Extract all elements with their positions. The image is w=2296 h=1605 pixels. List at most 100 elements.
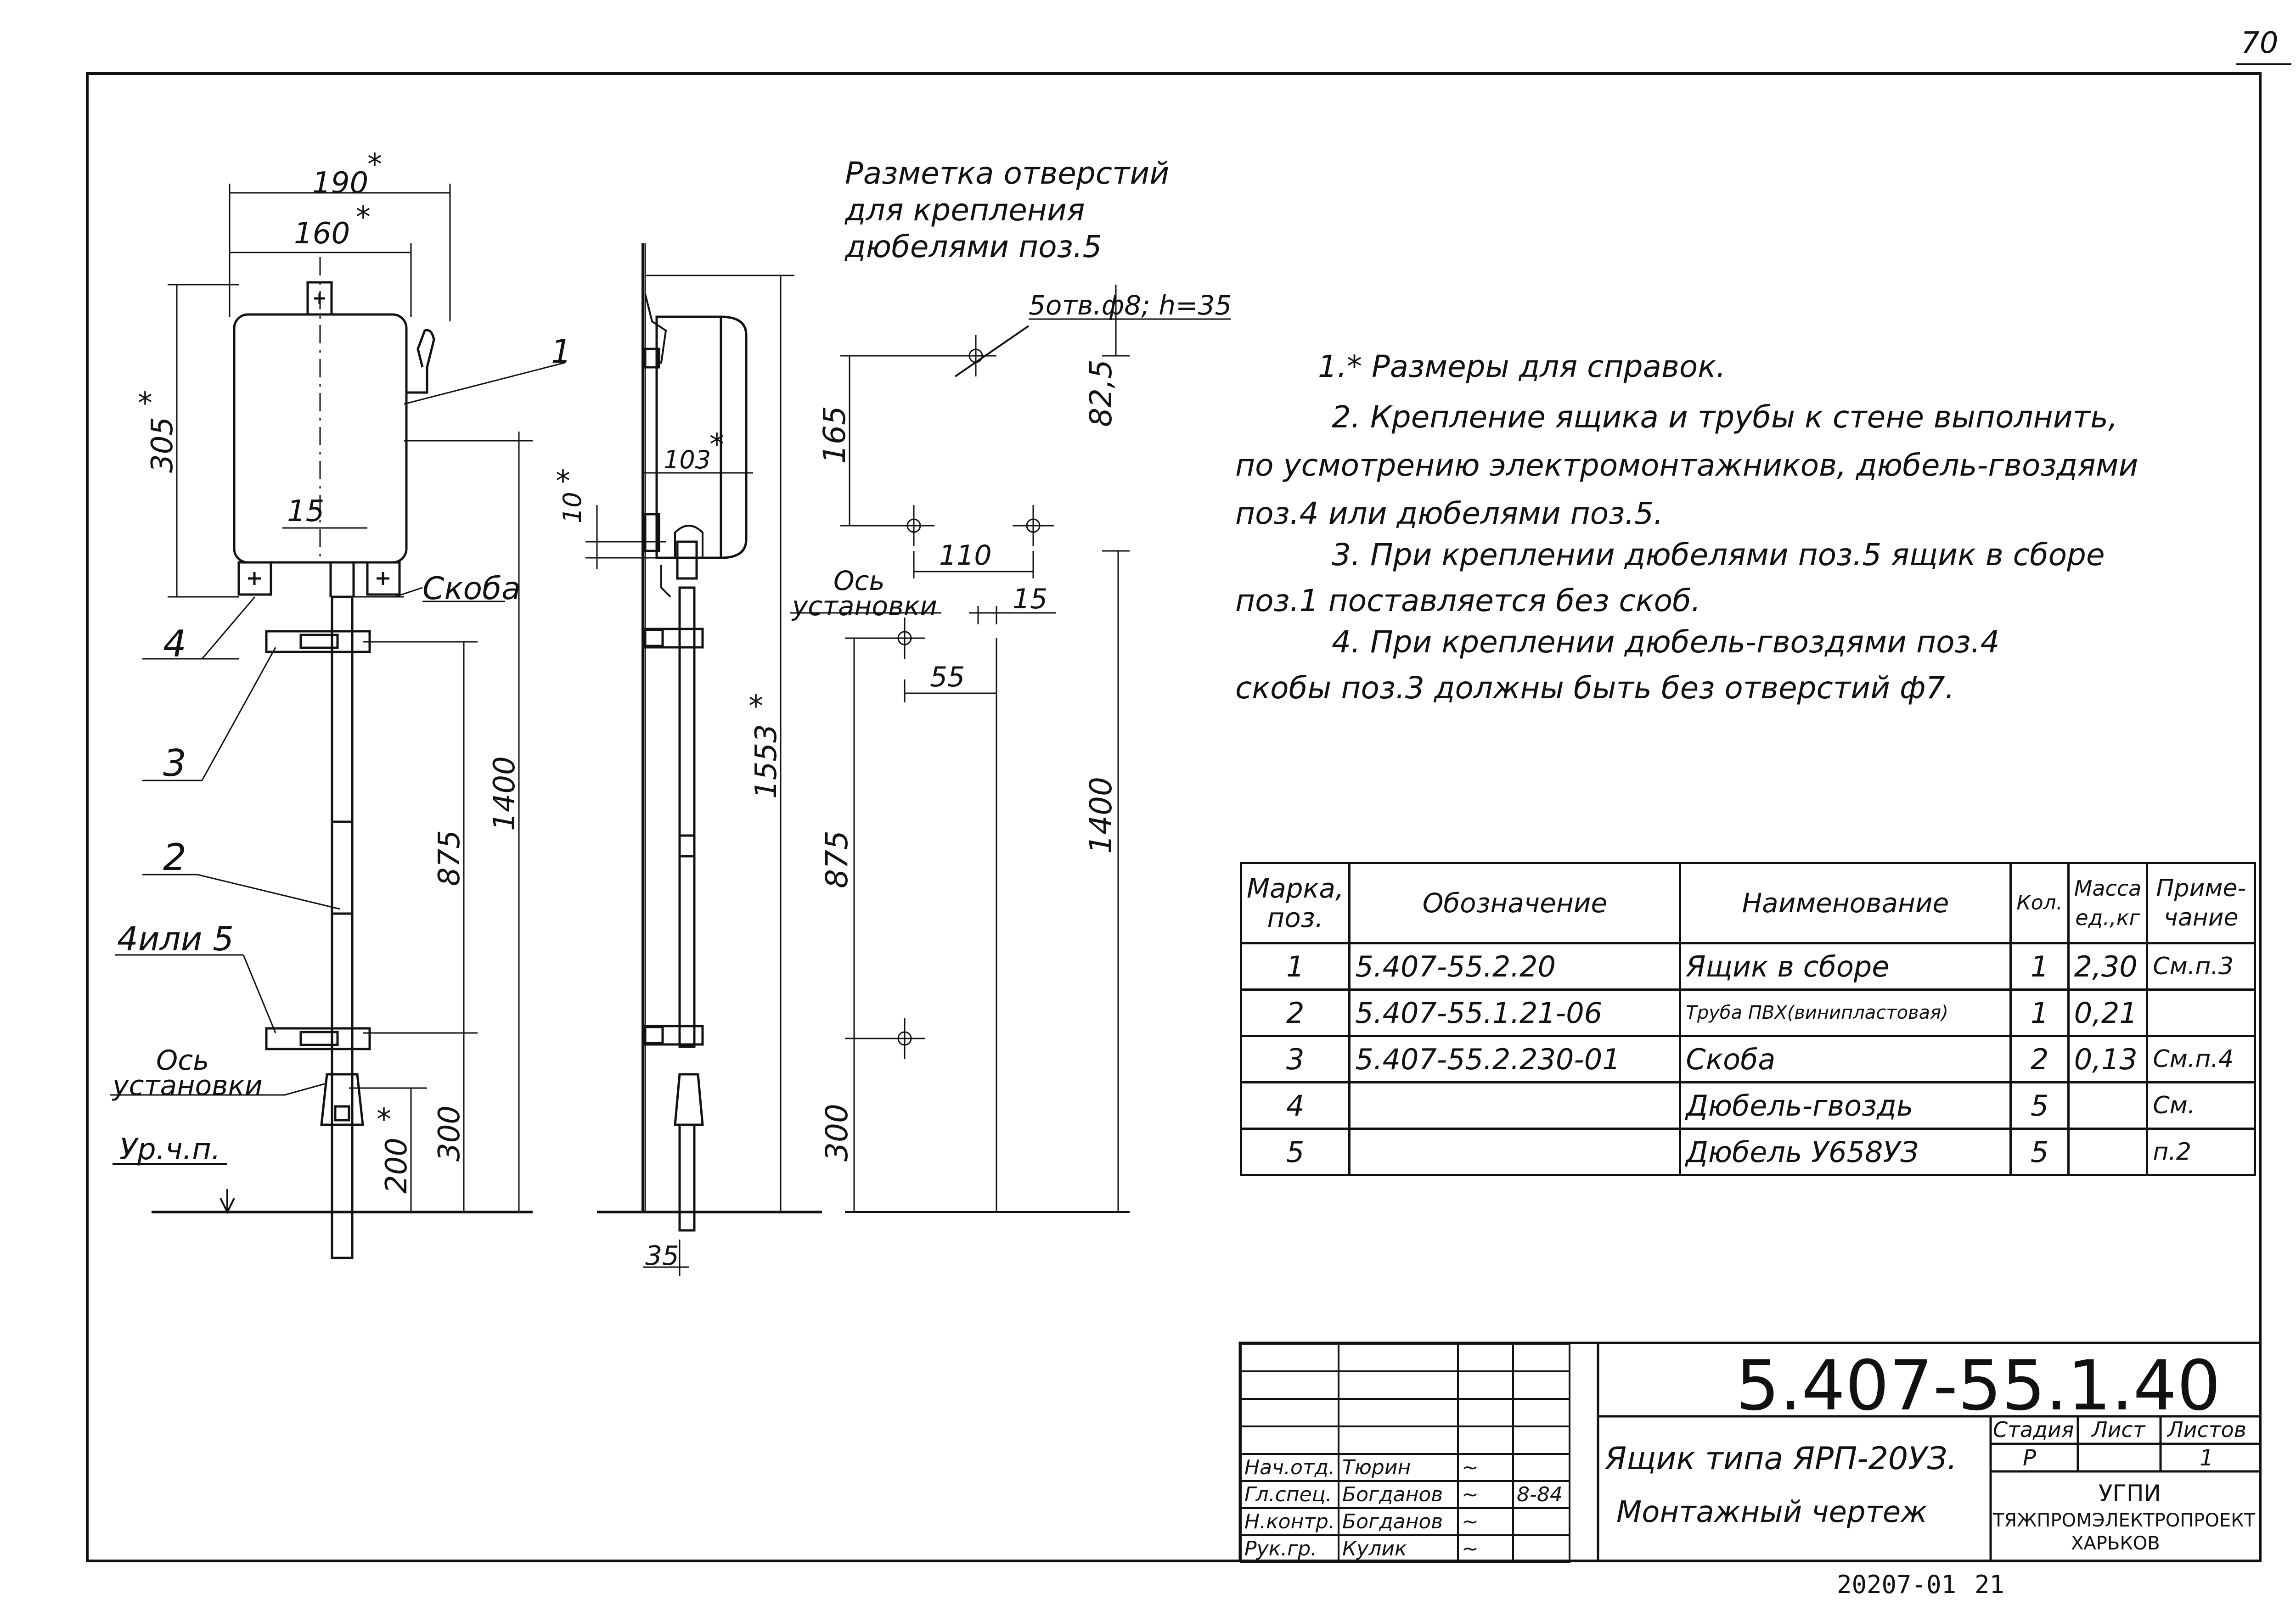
spec-header-mass: Масса ед.,кг [2067,862,2149,944]
label-axis: Ось [156,1044,209,1077]
side-end-fitting [674,1073,704,1126]
specification-table: Марка, поз. Обозначение Наименование Кол… [1239,862,2257,1176]
dim-55: 55 [930,661,965,693]
spec-mass: 0,13 [2067,1035,2149,1083]
signer-name: Богданов [1338,1480,1459,1509]
front-view [110,184,565,1259]
table-row: 2 5.407-55.1.21-06 Труба ПВХ(винипластов… [1239,988,2257,1037]
spec-note [2146,988,2257,1037]
spec-name: Ящик в сборе [1679,942,2012,991]
sheet-frame [86,72,2262,1562]
dim-1400: 1400 [1083,777,1119,854]
side-pipe [676,540,698,580]
spec-note: См.п.3 [2146,942,2257,991]
table-row: 1 5.407-55.2.20 Ящик в сборе 1 2,30 См.п… [1239,942,2257,991]
side-view-labels: 1553 * 103 * 10 * 35 [556,428,783,1271]
hole-layout-labels: Разметка отверстий для крепления дюбелям… [791,156,1232,1162]
front-bottom-bracket-right [366,561,401,596]
label-floor-level: Ур.ч.п. [119,1133,220,1167]
dim-15: 15 [1013,583,1047,615]
title-line-1: Ящик типа ЯРП-20УЗ. [1604,1441,1957,1477]
dim-103: 103 [664,445,711,474]
doc-number: 5.407-55.1.40 [1736,1346,2221,1426]
sheet-label: Лист [2091,1417,2146,1442]
stage-value: Р [2023,1445,2036,1471]
spec-code [1348,1128,1682,1176]
title-block-frame [1238,1341,2262,1562]
dim-160: 160 [294,217,350,251]
note-2: 2. Крепление ящика и трубы к стене выпол… [1332,399,2118,435]
org-line-2: ТЯЖПРОМЭЛЕКТРОПРОЕКТ [1992,1510,2256,1531]
spec-note: См. [2146,1081,2257,1130]
org-line-1: УГПИ [2099,1480,2161,1507]
note-3: по усмотрению электромонтажников, дюбель… [1235,448,2138,483]
dim-15: 15 [287,494,324,528]
title-line-2: Монтажный чертеж [1616,1495,1927,1529]
spec-pos: 2 [1239,988,1351,1037]
front-view-labels: 190 * 160 * 305 * 15 1 Скоба 4 3 2 4или … [112,148,572,1194]
dim-875: 875 [433,830,467,886]
spec-header-note: Приме- чание [2146,862,2257,944]
holes-title-2: для крепления [844,192,1085,228]
signer-role: Нач.отд. [1240,1453,1339,1482]
hole-layout [790,285,1231,1213]
spec-name: Дюбель-гвоздь [1679,1081,2012,1130]
hole-mid-right [1013,505,1054,546]
dim-asterisk: * [748,690,763,724]
callout-4-or-5: 4или 5 [117,920,234,958]
front-pipe [331,595,354,1259]
spec-name: Скоба [1679,1035,2012,1083]
signer-row: Нач.отд. Тюрин ~ [1240,1453,1570,1482]
stage-label: Стадия [1993,1417,2074,1442]
callout-3: 3 [163,742,186,785]
spec-header-qty: Кол. [2009,862,2070,944]
spec-qty: 5 [2009,1128,2070,1176]
signature: ~ [1457,1507,1514,1536]
title-block-signatures: Нач.отд. Тюрин ~ Гл.спец. Богданов ~ 8-8… [1240,1343,1570,1563]
spec-pos: 4 [1239,1081,1351,1130]
front-clamp-lower [265,1027,371,1050]
spec-mass [2067,1128,2149,1176]
label-axis: Ось [833,565,885,596]
signer-name: Тюрин [1338,1453,1459,1482]
spec-code: 5.407-55.2.20 [1348,942,1682,991]
dim-asterisk: * [709,428,724,462]
spec-name: Труба ПВХ(винипластовая) [1679,988,2012,1037]
note-4: поз.4 или дюбелями поз.5. [1235,496,1664,531]
page-number: 70 [2241,26,2278,60]
dim-asterisk: * [377,1103,391,1137]
front-handle [406,329,435,394]
side-view [585,243,822,1276]
spec-header-row: Марка, поз. Обозначение Наименование Кол… [1239,862,2257,944]
spec-code [1348,1081,1682,1130]
dim-1400: 1400 [488,756,522,831]
signer-row: Рук.гр. Кулик ~ [1240,1534,1570,1563]
spec-pos: 3 [1239,1035,1351,1083]
dim-875: 875 [819,831,855,888]
dim-110: 110 [939,539,992,572]
dim-300: 300 [819,1104,855,1162]
spec-note: п.2 [2146,1128,2257,1176]
spec-mass: 2,30 [2067,942,2149,991]
callout-1: 1 [551,333,572,370]
signer-row: Н.контр. Богданов ~ [1240,1507,1570,1536]
spec-pos: 5 [1239,1128,1351,1176]
spec-code: 5.407-55.2.230-01 [1348,1035,1682,1083]
signature: ~ [1457,1453,1514,1482]
signer-name: Богданов [1338,1507,1459,1536]
spec-header-pos: Марка, поз. [1239,862,1351,944]
dim-35: 35 [645,1240,679,1271]
dim-10: 10 [558,492,587,523]
sheets-value: 1 [2200,1445,2214,1471]
spec-mass [2067,1081,2149,1130]
dim-asterisk: * [138,387,152,421]
spec-name: Дюбель У658УЗ [1679,1128,2012,1176]
dim-asterisk: * [367,148,382,182]
label-skoba: Скоба [422,571,521,607]
spec-mass: 0,21 [2067,988,2149,1037]
spec-header-code: Обозначение [1348,862,1682,944]
note-5: 3. При креплении дюбелями поз.5 ящик в с… [1332,537,2105,572]
spec-note: См.п.4 [2146,1035,2257,1083]
note-7: 4. При креплении дюбель-гвоздями поз.4 [1332,624,2000,660]
signature: ~ [1457,1534,1514,1563]
